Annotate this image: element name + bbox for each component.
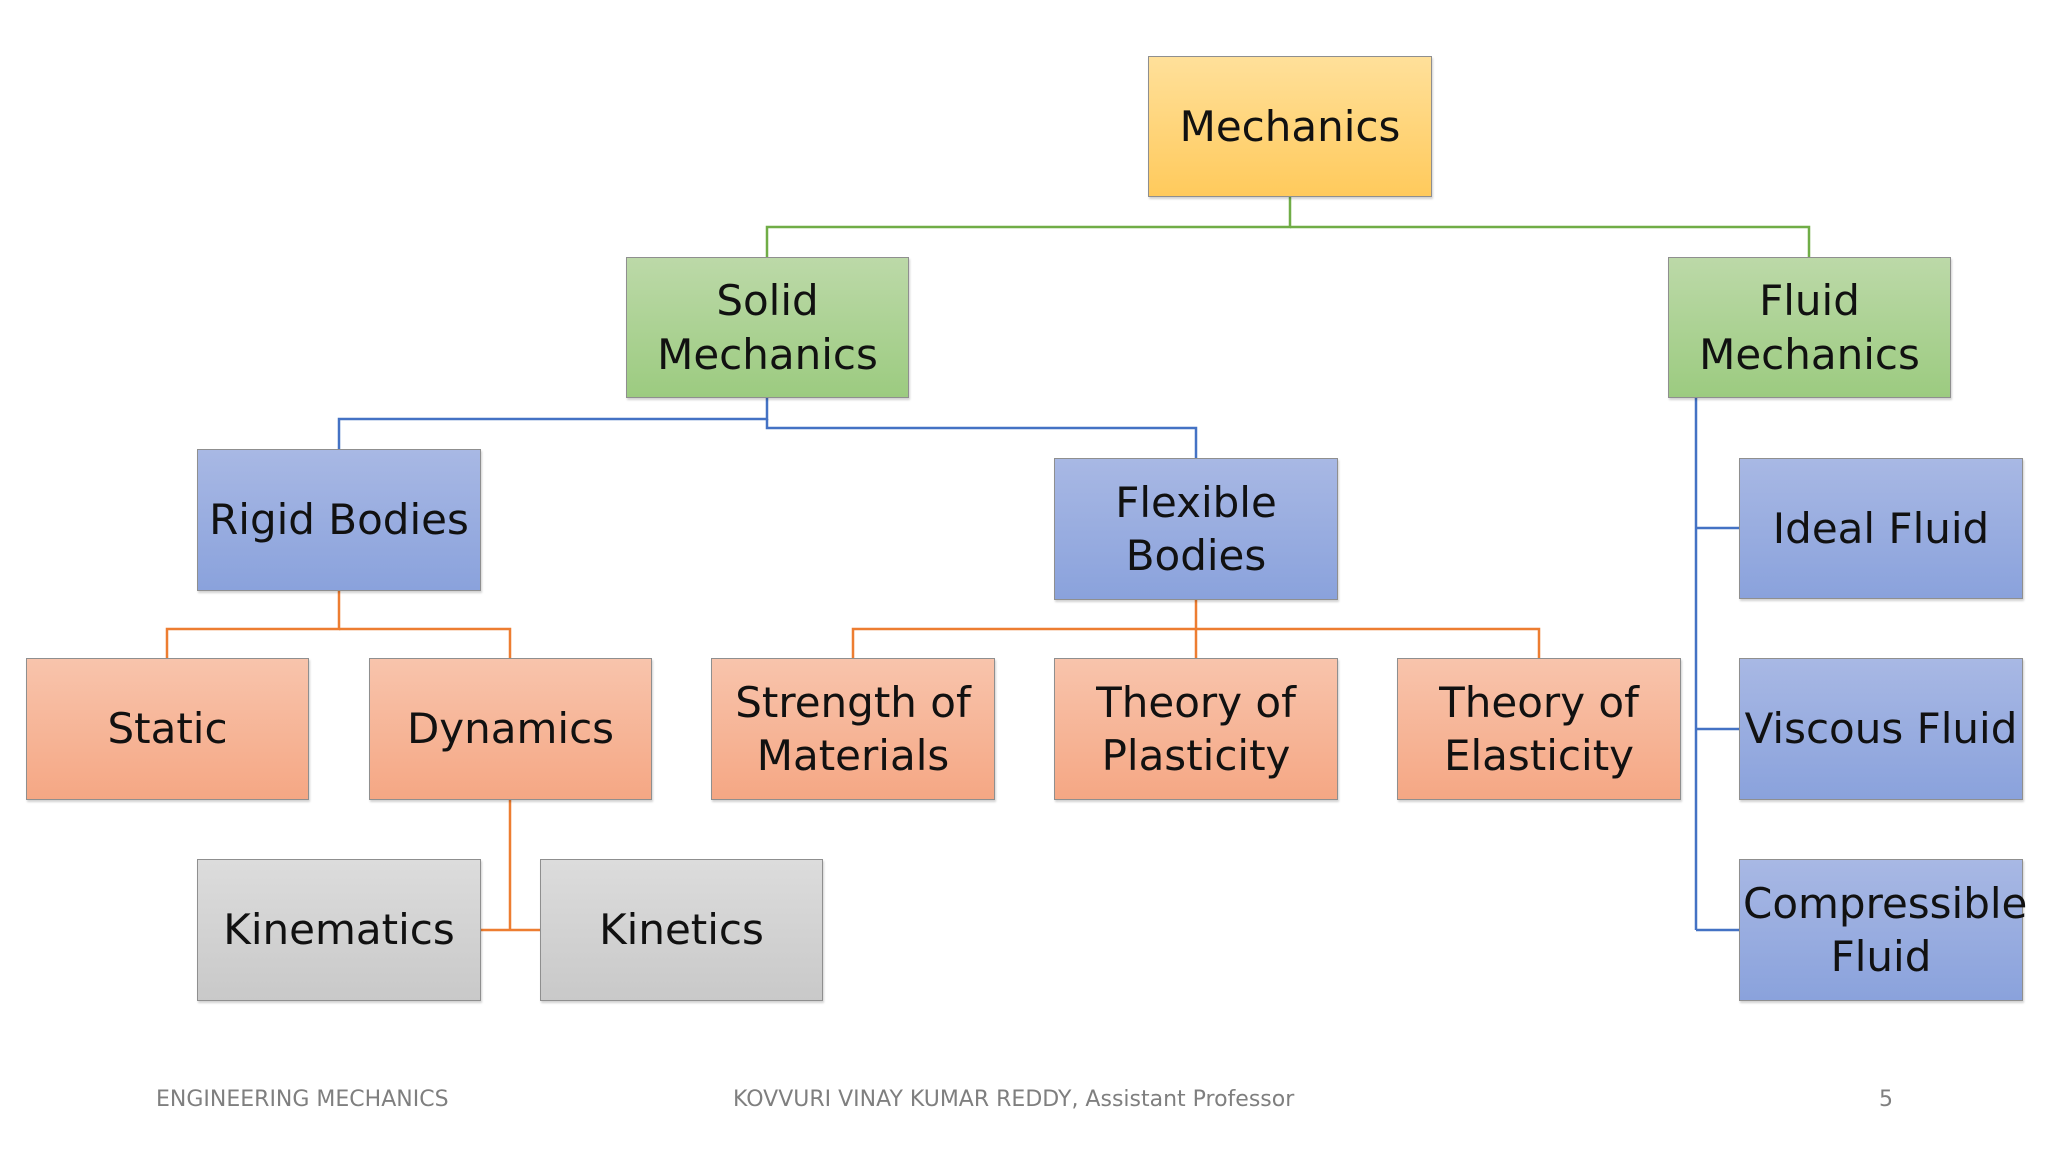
node-solid-mechanics: Solid Mechanics <box>626 257 909 398</box>
node-label: Theory of Elasticity <box>1439 677 1639 780</box>
node-label: Strength of Materials <box>735 677 971 780</box>
node-rigid-bodies: Rigid Bodies <box>197 449 481 591</box>
footer-course-title: ENGINEERING MECHANICS <box>156 1087 449 1112</box>
node-kinetics: Kinetics <box>540 859 823 1001</box>
node-ideal-fluid: Ideal Fluid <box>1739 458 2023 599</box>
connectors-mechanics <box>765 197 1811 257</box>
footer-page-number: 5 <box>1879 1087 1893 1112</box>
connectors-flexible-bodies <box>851 600 1541 658</box>
node-label: Solid Mechanics <box>657 276 878 379</box>
node-compressible-fluid: Compressible Fluid <box>1739 859 2028 1001</box>
node-label: Static <box>107 704 228 754</box>
node-label: Kinematics <box>223 905 455 955</box>
node-flexible-bodies: Flexible Bodies <box>1054 458 1338 600</box>
node-label: Fluid Mechanics <box>1699 276 1920 379</box>
node-label: Flexible Bodies <box>1115 477 1277 580</box>
connectors-fluid-mechanics <box>1694 398 1739 932</box>
node-mechanics: Mechanics <box>1148 56 1432 197</box>
node-strength-of-materials: Strength of Materials <box>711 658 995 800</box>
footer-author: KOVVURI VINAY KUMAR REDDY, Assistant Pro… <box>733 1087 1295 1112</box>
node-label: Ideal Fluid <box>1772 503 1990 553</box>
connectors-rigid-bodies <box>165 591 512 658</box>
node-label: Rigid Bodies <box>209 495 469 545</box>
node-label: Theory of Plasticity <box>1096 677 1296 780</box>
node-fluid-mechanics: Fluid Mechanics <box>1668 257 1951 398</box>
node-kinematics: Kinematics <box>197 859 481 1001</box>
connectors-solid-mechanics <box>337 398 1198 458</box>
node-label: Dynamics <box>406 704 615 754</box>
node-label: Mechanics <box>1179 101 1401 151</box>
node-dynamics: Dynamics <box>369 658 652 800</box>
node-theory-of-plasticity: Theory of Plasticity <box>1054 658 1338 800</box>
node-viscous-fluid: Viscous Fluid <box>1739 658 2023 800</box>
node-label: Compressible Fluid <box>1743 878 2028 981</box>
node-static: Static <box>26 658 309 800</box>
node-label: Viscous Fluid <box>1744 704 2018 754</box>
connectors-dynamics <box>481 800 540 932</box>
node-theory-of-elasticity: Theory of Elasticity <box>1397 658 1681 800</box>
node-label: Kinetics <box>599 905 764 955</box>
